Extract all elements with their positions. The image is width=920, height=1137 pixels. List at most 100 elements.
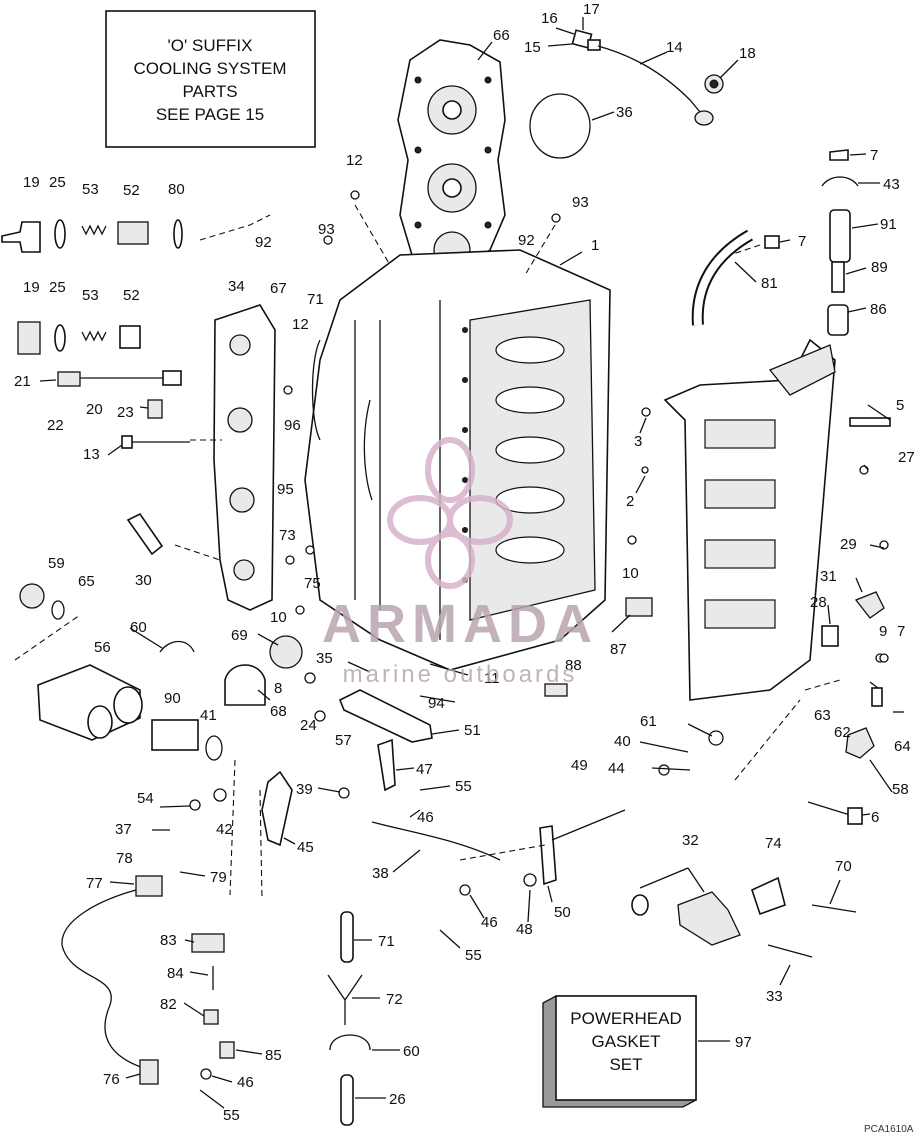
callout-93a: 93 xyxy=(572,194,589,211)
solenoid-part xyxy=(37,664,143,741)
callout-23: 23 xyxy=(117,404,134,421)
callout-2: 2 xyxy=(626,493,634,510)
gasket-box-line-2: GASKET xyxy=(592,1032,661,1051)
callout-61: 61 xyxy=(640,713,657,730)
callout-7c: 7 xyxy=(897,623,905,640)
callout-55b: 55 xyxy=(465,947,482,964)
callout-60b: 60 xyxy=(403,1043,420,1060)
callout-69: 69 xyxy=(231,627,248,644)
callout-88: 88 xyxy=(565,657,582,674)
callout-93b: 93 xyxy=(318,221,335,238)
info-box-line-1: 'O' SUFFIX xyxy=(168,36,253,55)
spacer-88-part xyxy=(544,683,568,697)
callout-50: 50 xyxy=(554,904,571,921)
callout-33: 33 xyxy=(766,988,783,1005)
callout-83: 83 xyxy=(160,932,177,949)
clamp-60b-part xyxy=(329,1034,371,1051)
callout-38: 38 xyxy=(372,865,389,882)
arm-part xyxy=(539,809,626,886)
clamp-part xyxy=(205,735,223,761)
head-gasket-part xyxy=(397,39,506,269)
callout-14: 14 xyxy=(666,39,683,56)
callout-40: 40 xyxy=(614,733,631,750)
callout-86: 86 xyxy=(870,301,887,318)
exhaust-cover-part xyxy=(213,304,276,611)
callout-43: 43 xyxy=(883,176,900,193)
callout-79: 79 xyxy=(210,869,227,886)
callout-89: 89 xyxy=(871,259,888,276)
callout-8: 8 xyxy=(274,680,282,697)
callout-84: 84 xyxy=(167,965,184,982)
callout-68: 68 xyxy=(270,703,287,720)
callout-85: 85 xyxy=(265,1047,282,1064)
callout-22: 22 xyxy=(47,417,64,434)
callout-39: 39 xyxy=(296,781,313,798)
info-box-line-2: COOLING SYSTEM xyxy=(133,59,286,78)
callout-58: 58 xyxy=(892,781,909,798)
callout-76: 76 xyxy=(103,1071,120,1088)
callout-34: 34 xyxy=(228,278,245,295)
callout-20: 20 xyxy=(86,401,103,418)
callout-17: 17 xyxy=(583,1,600,18)
callout-37: 37 xyxy=(115,821,132,838)
cooling-system-info-box: 'O' SUFFIX COOLING SYSTEM PARTS SEE PAGE… xyxy=(105,10,316,148)
callout-10b: 10 xyxy=(270,609,287,626)
callout-54: 54 xyxy=(137,790,154,807)
callout-95: 95 xyxy=(277,481,294,498)
clip-83-part xyxy=(191,933,225,953)
watermark: ARMADA marine outboards xyxy=(322,437,598,688)
tee-72-part xyxy=(327,974,363,1025)
mount-part xyxy=(631,876,857,958)
callout-80: 80 xyxy=(168,181,185,198)
callout-24: 24 xyxy=(300,717,317,734)
right-small-parts xyxy=(764,149,859,336)
callout-77: 77 xyxy=(86,875,103,892)
bolt-5-part xyxy=(849,417,891,427)
callout-52b: 52 xyxy=(123,287,140,304)
callout-62: 62 xyxy=(834,724,851,741)
callout-51: 51 xyxy=(464,722,481,739)
callout-46c: 46 xyxy=(237,1074,254,1091)
callout-49: 49 xyxy=(571,757,588,774)
callout-60a: 60 xyxy=(130,619,147,636)
callout-72: 72 xyxy=(386,991,403,1008)
small-hardware xyxy=(189,190,889,1080)
info-box-line-4: SEE PAGE 15 xyxy=(156,105,264,124)
info-box-line-3: PARTS xyxy=(182,82,237,101)
disc-part xyxy=(269,635,303,669)
spark-plug-part xyxy=(126,512,164,556)
callout-12b: 12 xyxy=(292,316,309,333)
grommet-82-part xyxy=(203,1009,219,1025)
callout-18: 18 xyxy=(739,45,756,62)
callout-57: 57 xyxy=(335,732,352,749)
callout-56: 56 xyxy=(94,639,111,656)
sensor-wire-part xyxy=(571,29,724,126)
link-rod-part xyxy=(371,821,501,861)
callout-94: 94 xyxy=(428,695,445,712)
callout-75: 75 xyxy=(304,575,321,592)
watermark-brand: ARMADA xyxy=(322,594,598,654)
callout-55a: 55 xyxy=(455,778,472,795)
callout-63: 63 xyxy=(814,707,831,724)
callout-13: 13 xyxy=(83,446,100,463)
callout-87: 87 xyxy=(610,641,627,658)
callout-48: 48 xyxy=(516,921,533,938)
callout-71a: 71 xyxy=(307,291,324,308)
bracket-58-part xyxy=(845,727,875,759)
spacer-87-part xyxy=(625,597,653,617)
callout-52a: 52 xyxy=(123,182,140,199)
callout-6: 6 xyxy=(871,809,879,826)
bracket-part xyxy=(261,770,293,847)
callout-97: 97 xyxy=(735,1034,752,1051)
callout-73: 73 xyxy=(279,527,296,544)
callout-11: 11 xyxy=(484,670,500,687)
watermark-logo xyxy=(387,437,513,589)
callout-25b: 25 xyxy=(49,279,66,296)
callout-71b: 71 xyxy=(378,933,395,950)
callout-29: 29 xyxy=(840,536,857,553)
leader-lines xyxy=(39,17,904,1109)
callout-92a: 92 xyxy=(518,232,535,249)
callout-91: 91 xyxy=(880,216,897,233)
callout-78: 78 xyxy=(116,850,133,867)
dashed-guides xyxy=(14,204,841,901)
